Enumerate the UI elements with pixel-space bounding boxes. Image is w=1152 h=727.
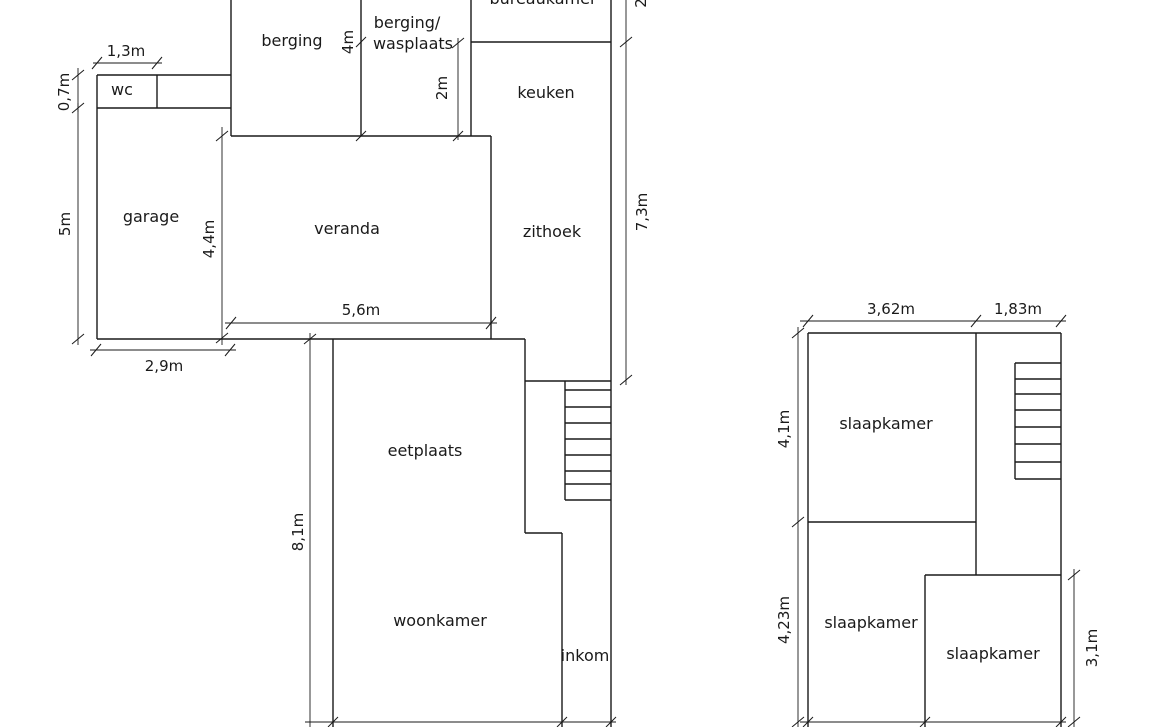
room-label-eetplaats: eetplaats [388,441,463,460]
dim-tick [91,56,103,70]
dim-tick [355,130,367,142]
dim-tick [802,314,814,328]
dim-label-kitchen-length: 7,3m [633,193,651,231]
dim-label-wc-depth: 0,7m [55,73,73,111]
first-floor-dimensions [791,314,1081,727]
dim-tick [1055,314,1067,328]
dim-tick [791,327,805,339]
dim-tick [355,36,367,48]
dim-label-wc-width: 1,3m [107,42,145,60]
dim-label-ff-top-right: 1,83m [994,300,1042,318]
dim-tick [1055,716,1067,727]
room-label-berging-wasplaats: wasplaats [373,34,453,53]
dim-tick [90,343,102,357]
ground-floor-dimensions [71,0,633,727]
dim-tick [919,716,931,727]
room-label-slaapkamer-bottom-right: slaapkamer [946,644,1040,663]
dim-tick [224,343,236,357]
dim-label-ff-top-depth: 4,1m [775,410,793,448]
dim-label-ff-top-left: 3,62m [867,300,915,318]
dim-tick [451,37,465,49]
dim-tick [802,716,814,727]
room-label-veranda: veranda [314,219,380,238]
dim-label-ff-bottom-right-depth: 3,1m [1083,629,1101,667]
room-label-slaapkamer-top: slaapkamer [839,414,933,433]
dim-tick [303,333,317,345]
dim-tick [605,716,617,727]
dim-tick [151,56,163,70]
dim-tick [215,130,229,142]
dim-label-veranda-width: 5,6m [342,301,380,319]
room-label-inkom: inkom [561,646,610,665]
dim-label-top-right-partial: 2 [632,0,650,8]
dim-tick [1067,569,1081,581]
room-label-wc: wc [111,80,133,99]
room-label-garage: garage [123,207,179,226]
room-label-keuken: keuken [517,83,574,102]
room-label-bureaukamer: bureaukamer [489,0,597,8]
ground-floor-labels: bureaukamer berging berging/ wasplaats w… [55,0,651,665]
room-label-slaapkamer-bottom-left: slaapkamer [824,613,918,632]
dim-label-garage-depth: 5m [56,212,74,236]
dim-tick [327,716,339,727]
dim-tick [791,516,805,528]
dim-label-garage-width: 2,9m [145,357,183,375]
dim-label-veranda-depth: 4,4m [200,220,218,258]
dim-tick [970,314,982,328]
room-label-berging-wasplaats: berging/ [374,13,441,32]
dim-tick [791,716,805,727]
dim-label-berging-depth: 4m [339,30,357,54]
dim-tick [225,316,237,330]
dim-label-living-length: 8,1m [289,513,307,551]
dim-tick [485,316,497,330]
room-label-berging: berging [261,31,322,50]
dim-tick [556,716,568,727]
room-label-zithoek: zithoek [523,222,582,241]
first-floor-walls [807,332,1062,727]
dim-tick [71,69,85,81]
first-floor-labels: slaapkamer slaapkamer slaapkamer 3,62m 1… [775,300,1101,667]
dim-tick [215,332,229,344]
dim-tick [1067,716,1081,727]
dim-label-ff-bottom-depth: 4,23m [775,596,793,644]
dim-tick [619,374,633,386]
dim-label-wasplaats-depth: 2m [433,76,451,100]
room-label-woonkamer: woonkamer [393,611,487,630]
dim-tick [619,36,633,48]
dim-tick [71,333,85,345]
ground-floor-walls [96,0,612,727]
